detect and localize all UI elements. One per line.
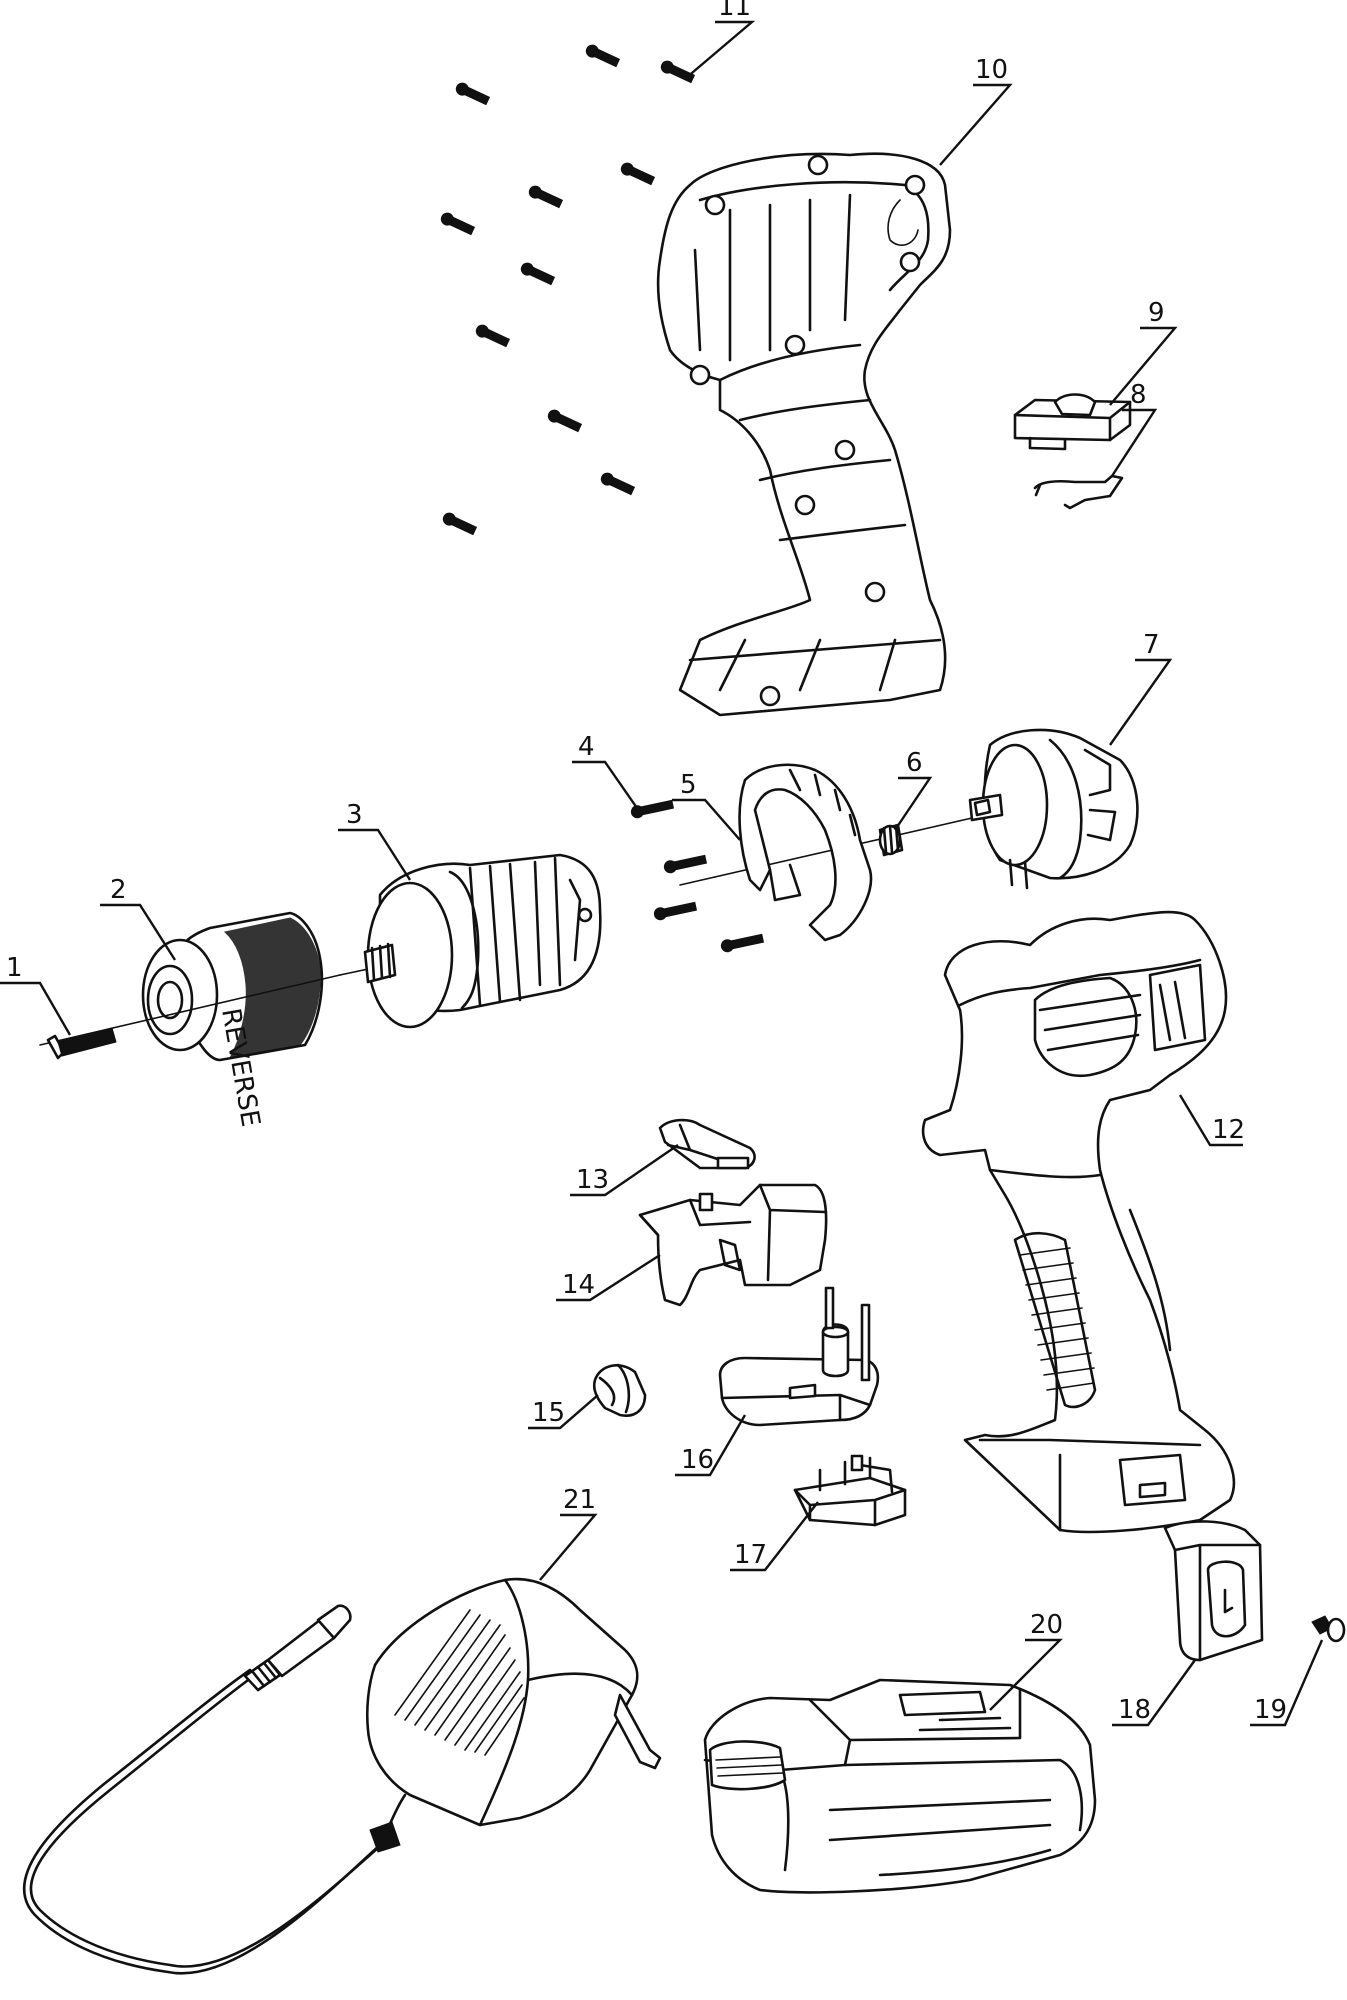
part-15-bushing (592, 1363, 647, 1417)
callout-12: 12 (1212, 1115, 1245, 1145)
screw (442, 512, 478, 536)
part-17-battery-terminal (793, 1454, 907, 1527)
callouts: 1 2 3 4 5 6 7 8 9 10 11 12 13 (0, 0, 1324, 1727)
screw (520, 262, 556, 286)
part-7-motor (968, 728, 1139, 890)
part-11-screws (440, 44, 696, 536)
part-2-chuck: REVERSE (141, 911, 324, 1129)
part-10-left-housing (656, 152, 952, 717)
part-20-battery-pack (703, 1678, 1097, 1894)
screw (585, 44, 621, 68)
screw (528, 185, 564, 209)
callout-16: 16 (681, 1445, 714, 1475)
callout-10: 10 (975, 55, 1008, 85)
screw (547, 409, 583, 433)
callout-21: 21 (563, 1485, 596, 1515)
callout-17: 17 (734, 1540, 767, 1570)
part-3-gearbox (339, 853, 602, 1029)
screw (620, 162, 656, 186)
part-9-direction-slider (1013, 393, 1132, 451)
part-1-chuck-screw (39, 974, 341, 1060)
screw (600, 472, 636, 496)
callout-19: 19 (1254, 1695, 1287, 1725)
callout-7: 7 (1143, 630, 1160, 660)
part-12-right-housing (921, 910, 1236, 1534)
callout-1: 1 (6, 953, 23, 983)
part-5-motor-bracket (679, 763, 986, 942)
callout-14: 14 (562, 1270, 595, 1300)
part-18-belt-clip (1163, 1520, 1264, 1662)
callout-18: 18 (1118, 1695, 1151, 1725)
callout-15: 15 (532, 1398, 565, 1428)
callout-11: 11 (718, 0, 751, 22)
callout-8: 8 (1130, 380, 1147, 410)
part-16-led-pcb (718, 1286, 880, 1427)
part-4-screws (630, 799, 765, 953)
screw (440, 212, 476, 236)
screw (455, 82, 491, 106)
callout-9: 9 (1148, 298, 1165, 328)
callout-2: 2 (110, 875, 127, 905)
callout-6: 6 (906, 748, 923, 778)
callout-3: 3 (346, 800, 363, 830)
part-19-clip-screw (1311, 1615, 1346, 1643)
screw (475, 324, 511, 348)
callout-13: 13 (576, 1165, 609, 1195)
callout-5: 5 (680, 770, 697, 800)
callout-20: 20 (1030, 1610, 1063, 1640)
part-6-pinion (878, 823, 904, 857)
callout-4: 4 (578, 732, 595, 762)
part-14-trigger-switch (638, 1183, 828, 1307)
part-21-charger (365, 1577, 662, 1853)
charger-cable (22, 1604, 387, 1975)
screw (660, 60, 696, 84)
part-13-lock-button (658, 1118, 756, 1170)
part-8-spring (1033, 474, 1124, 510)
